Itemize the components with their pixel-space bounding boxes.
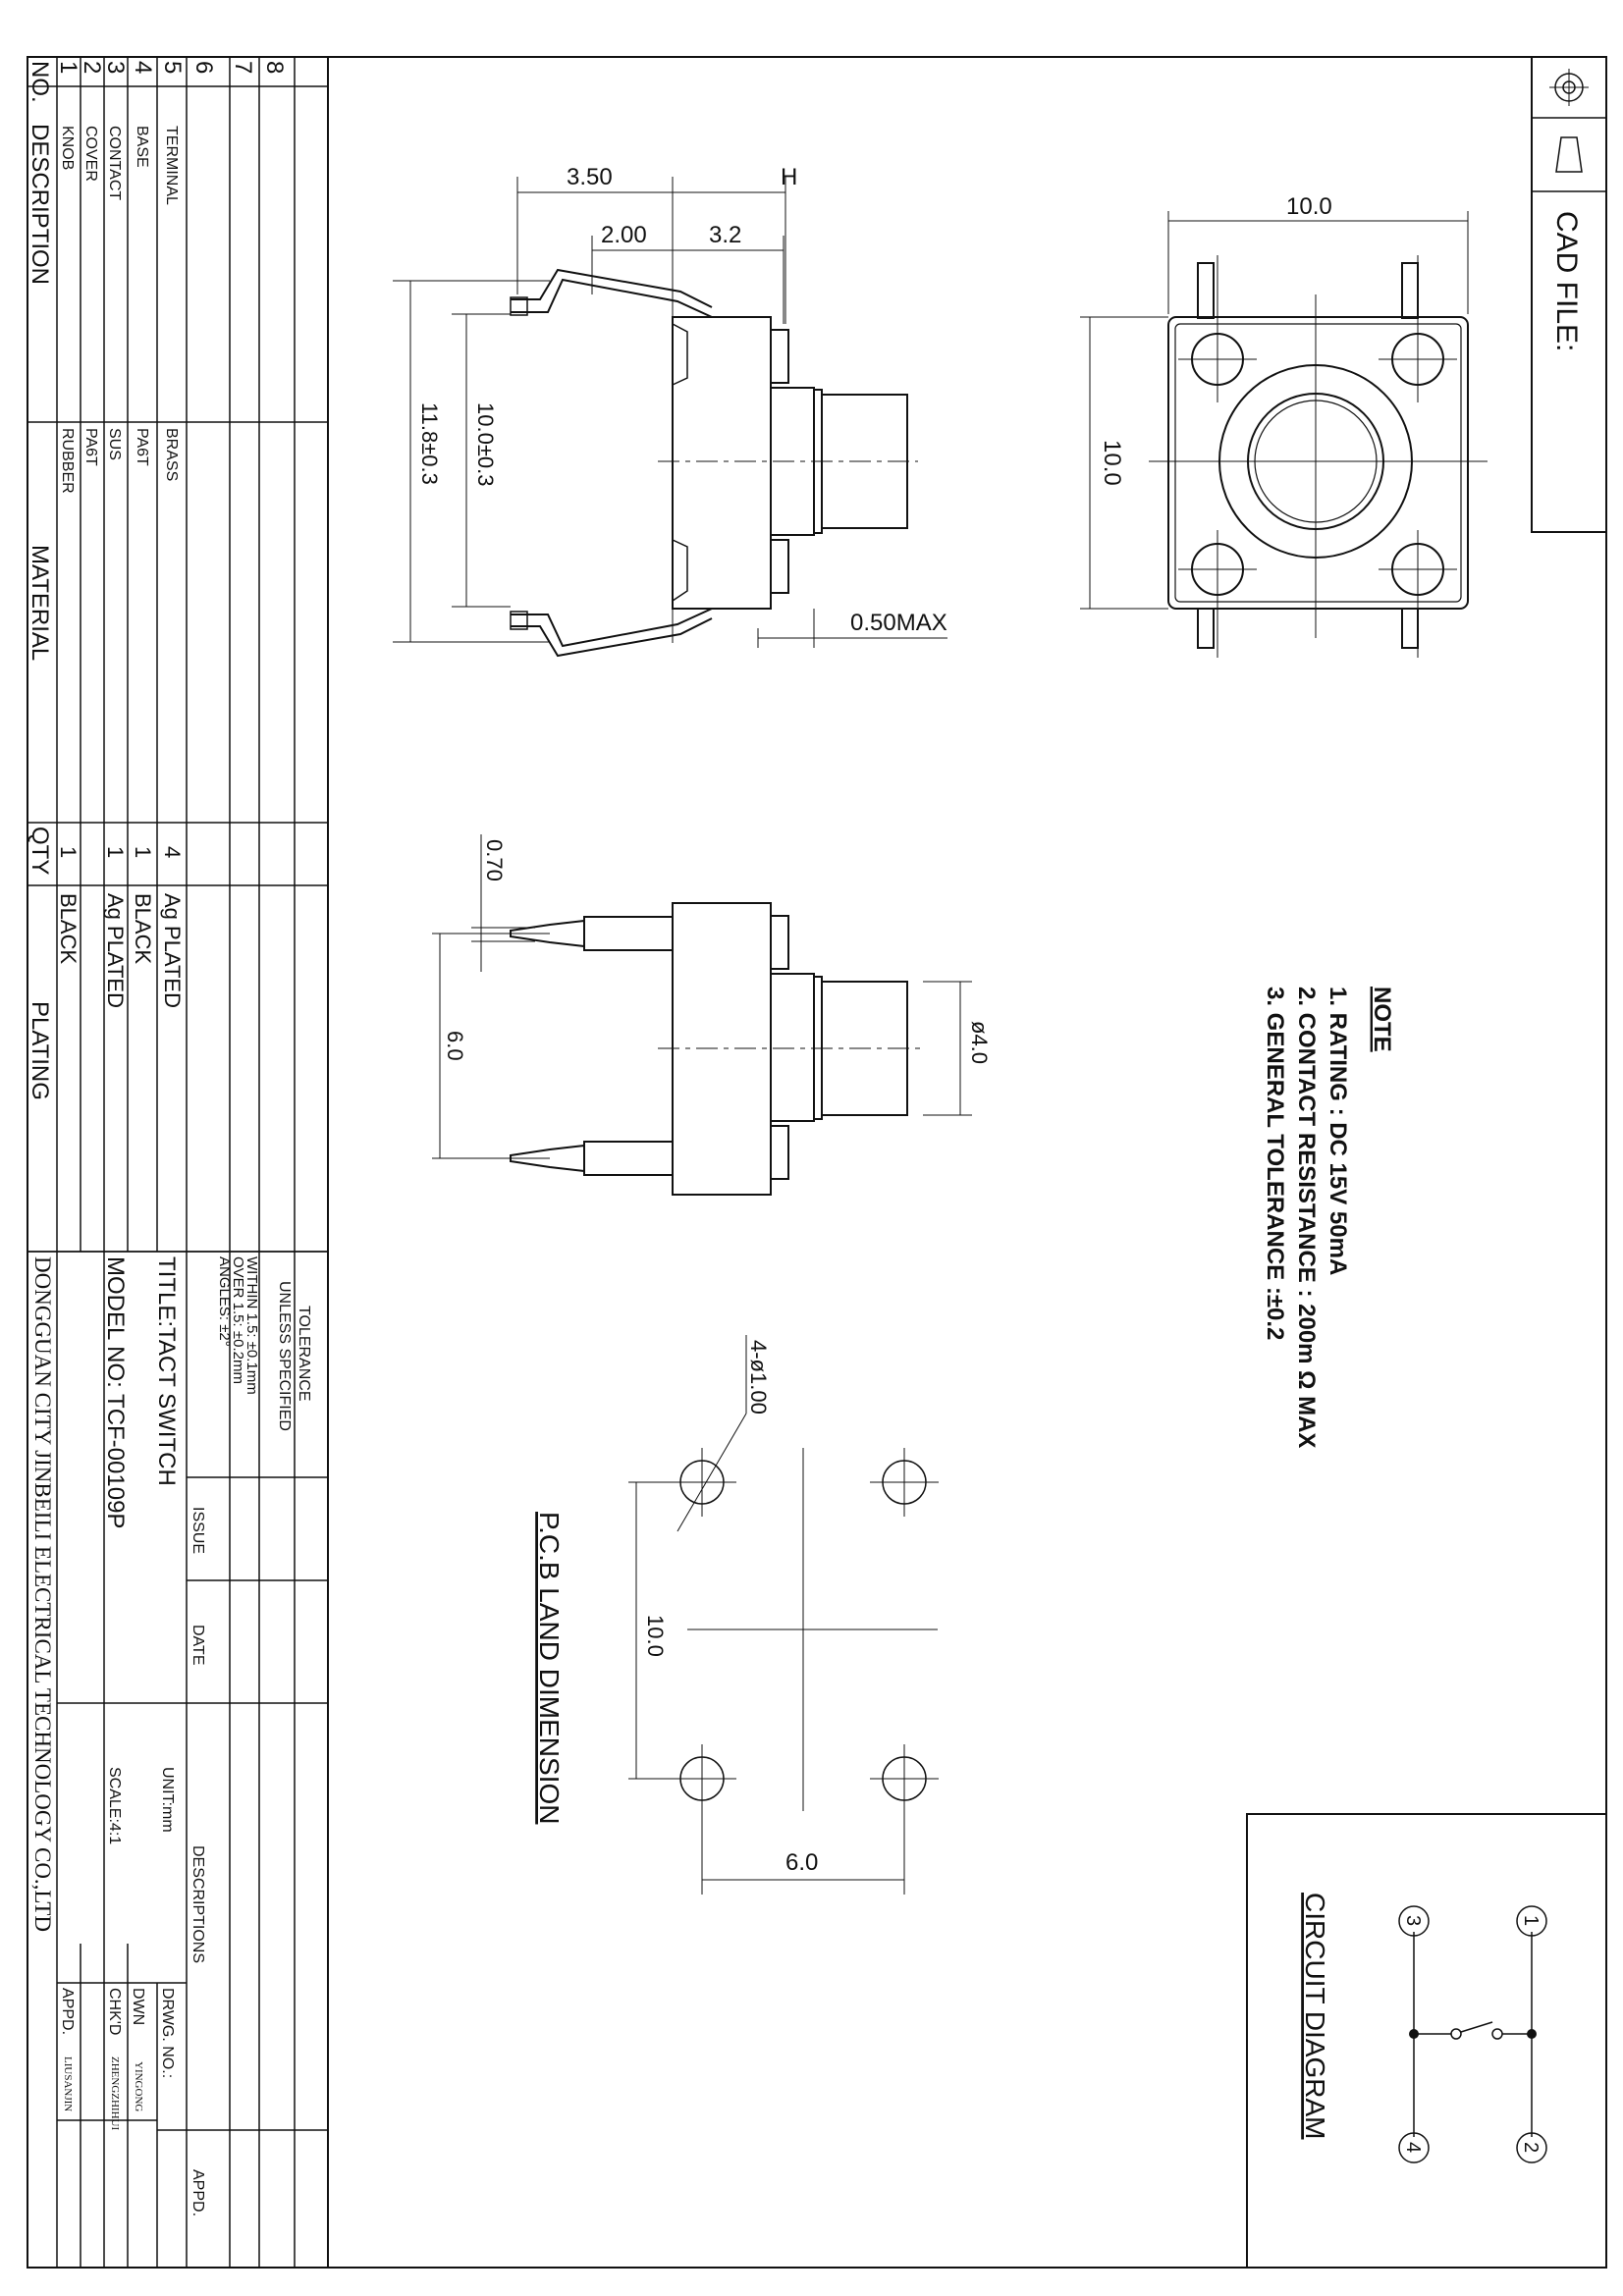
dim-10-0-top-width: 10.0 bbox=[1286, 193, 1332, 220]
dwn-label: DWN bbox=[130, 1988, 146, 2025]
outer-border bbox=[27, 56, 1607, 2269]
note-line-2: 2. CONTACT RESISTANCE : 200m Ω MAX bbox=[1293, 987, 1320, 1448]
tolerance-within: WITHIN 1.5: ±0.1mm bbox=[243, 1256, 260, 1395]
dim-10-0-top-height: 10.0 bbox=[1099, 440, 1125, 486]
note-line-3: 3. GENERAL TOLERANCE :±0.2 bbox=[1262, 987, 1288, 1340]
dwn-name: YINGONG bbox=[133, 2061, 144, 2111]
bom-row-4-description: BASE bbox=[134, 126, 150, 168]
bom-num-1: 1 bbox=[55, 61, 81, 74]
bom-num-6: 6 bbox=[190, 61, 217, 74]
bom-header-material: MATERIAL bbox=[27, 545, 53, 661]
bom-row-5-qty: 4 bbox=[160, 846, 185, 858]
bom-row-4-qty: 1 bbox=[131, 846, 155, 858]
issue-label: ISSUE bbox=[189, 1507, 206, 1554]
bom-row-4-material: PA6T bbox=[134, 428, 150, 466]
tolerance-over: OVER 1.5: ±0.2mm bbox=[230, 1256, 246, 1384]
dim-6-0-front: 6.0 bbox=[443, 1031, 467, 1061]
bom-row-3-qty: 1 bbox=[103, 846, 128, 858]
dim-H: H bbox=[781, 164, 797, 190]
dim-4-holes: 4-ø1.00 bbox=[746, 1340, 771, 1415]
bom-table bbox=[27, 57, 328, 1253]
bom-row-3-plating: Ag PLATED bbox=[103, 893, 128, 1008]
dim-3-2: 3.2 bbox=[709, 222, 741, 248]
dim-6-0-pcb: 6.0 bbox=[785, 1849, 818, 1876]
projection-cone-icon bbox=[1555, 136, 1583, 173]
pin-2: 2 bbox=[1520, 2142, 1542, 2153]
descriptions-label: DESCRIPTIONS bbox=[189, 1845, 206, 1963]
dim-0-70: 0.70 bbox=[482, 839, 507, 881]
pin-3: 3 bbox=[1402, 1915, 1424, 1926]
bom-header-no: NO. bbox=[27, 61, 53, 103]
dim-dia-4-0: ø4.0 bbox=[967, 1021, 992, 1064]
scale-label: SCALE:4:1 bbox=[106, 1767, 123, 1844]
circuit-title: CIRCUIT DIAGRAM bbox=[1300, 1893, 1330, 2140]
bom-num-5: 5 bbox=[159, 61, 186, 74]
cad-file-label: CAD FILE: bbox=[1550, 211, 1583, 351]
bom-row-2-description: COVER bbox=[82, 126, 99, 182]
bom-row-3-material: SUS bbox=[106, 428, 123, 460]
pin-4: 4 bbox=[1402, 2142, 1424, 2153]
note-line-1: 1. RATING : DC 15V 50mA bbox=[1325, 987, 1351, 1275]
title-block bbox=[27, 1251, 328, 2268]
top-view-centerlines bbox=[1080, 211, 1488, 658]
appd-name-label: APPD. bbox=[59, 1988, 76, 2035]
bom-num-7: 7 bbox=[230, 61, 256, 74]
bom-num-4: 4 bbox=[130, 61, 156, 74]
bom-row-4-plating: BLACK bbox=[131, 893, 155, 964]
cad-file-block: CAD FILE: bbox=[1531, 56, 1607, 533]
bom-num-8: 8 bbox=[261, 61, 288, 74]
bom-num-2: 2 bbox=[79, 61, 105, 74]
bom-row-2-material: PA6T bbox=[82, 428, 99, 466]
chkd-label: CHK'D bbox=[106, 1988, 123, 2035]
dim-2-00: 2.00 bbox=[601, 222, 647, 248]
tolerance-sub: UNLESS SPECIFIED bbox=[276, 1281, 293, 1431]
drawing-title: TITLE:TACT SWITCH bbox=[153, 1256, 180, 1486]
bom-row-1-description: KNOB bbox=[59, 126, 76, 170]
drwg-no-label: DRWG. NO.: bbox=[159, 1988, 176, 2078]
bom-row-3-description: CONTACT bbox=[106, 126, 123, 200]
bom-row-1-qty: 1 bbox=[56, 846, 81, 858]
dim-11-8: 11.8±0.3 bbox=[417, 402, 442, 485]
pin-1: 1 bbox=[1520, 1915, 1542, 1926]
bom-header-plating: PLATING bbox=[27, 1001, 53, 1100]
bom-header-qty: QTY bbox=[27, 827, 53, 875]
tolerance-angles: ANGLES: ±2° bbox=[216, 1256, 233, 1347]
bom-row-1-plating: BLACK bbox=[56, 893, 81, 964]
dim-3-50: 3.50 bbox=[567, 164, 613, 190]
side-view-dimensions bbox=[393, 177, 947, 648]
chkd-name: ZHENGZHIHUI bbox=[109, 2056, 121, 2130]
tolerance-title: TOLERANCE bbox=[296, 1306, 312, 1402]
pcb-title: P.C.B LAND DIMENSION bbox=[534, 1512, 565, 1824]
company-name: DONGGUAN CITY JINBEILI ELECTRICAL TECHNO… bbox=[30, 1256, 55, 1932]
model-no: MODEL NO: TCF-00109P bbox=[102, 1256, 129, 1528]
bom-num-3: 3 bbox=[102, 61, 129, 74]
pcb-land-pattern bbox=[628, 1335, 939, 1895]
bom-row-5-material: BRASS bbox=[163, 428, 180, 481]
dim-10-0-side: 10.0±0.3 bbox=[473, 402, 498, 486]
bom-row-5-description: TERMINAL bbox=[163, 126, 180, 205]
date-label: DATE bbox=[189, 1625, 206, 1665]
front-view-dimensions bbox=[432, 834, 972, 1159]
bom-row-5-plating: Ag PLATED bbox=[160, 893, 185, 1008]
note-title: NOTE bbox=[1369, 987, 1395, 1052]
note-block: NOTE 1. RATING : DC 15V 50mA 2. CONTACT … bbox=[1262, 987, 1395, 1448]
bom-header-description: DESCRIPTION bbox=[27, 124, 53, 285]
unit-label: UNIT:mm bbox=[159, 1767, 176, 1833]
dim-10-0-pcb: 10.0 bbox=[643, 1615, 668, 1657]
appd-name: LIUSANJIN bbox=[62, 2056, 74, 2111]
circuit-diagram: CIRCUIT DIAGRAM 1 2 3 4 bbox=[1246, 1813, 1607, 2269]
dim-0-50max: 0.50MAX bbox=[850, 610, 947, 636]
projection-circle-icon bbox=[1549, 69, 1589, 106]
bom-row-1-material: RUBBER bbox=[59, 428, 76, 494]
appd-label: APPD. bbox=[189, 2169, 206, 2216]
